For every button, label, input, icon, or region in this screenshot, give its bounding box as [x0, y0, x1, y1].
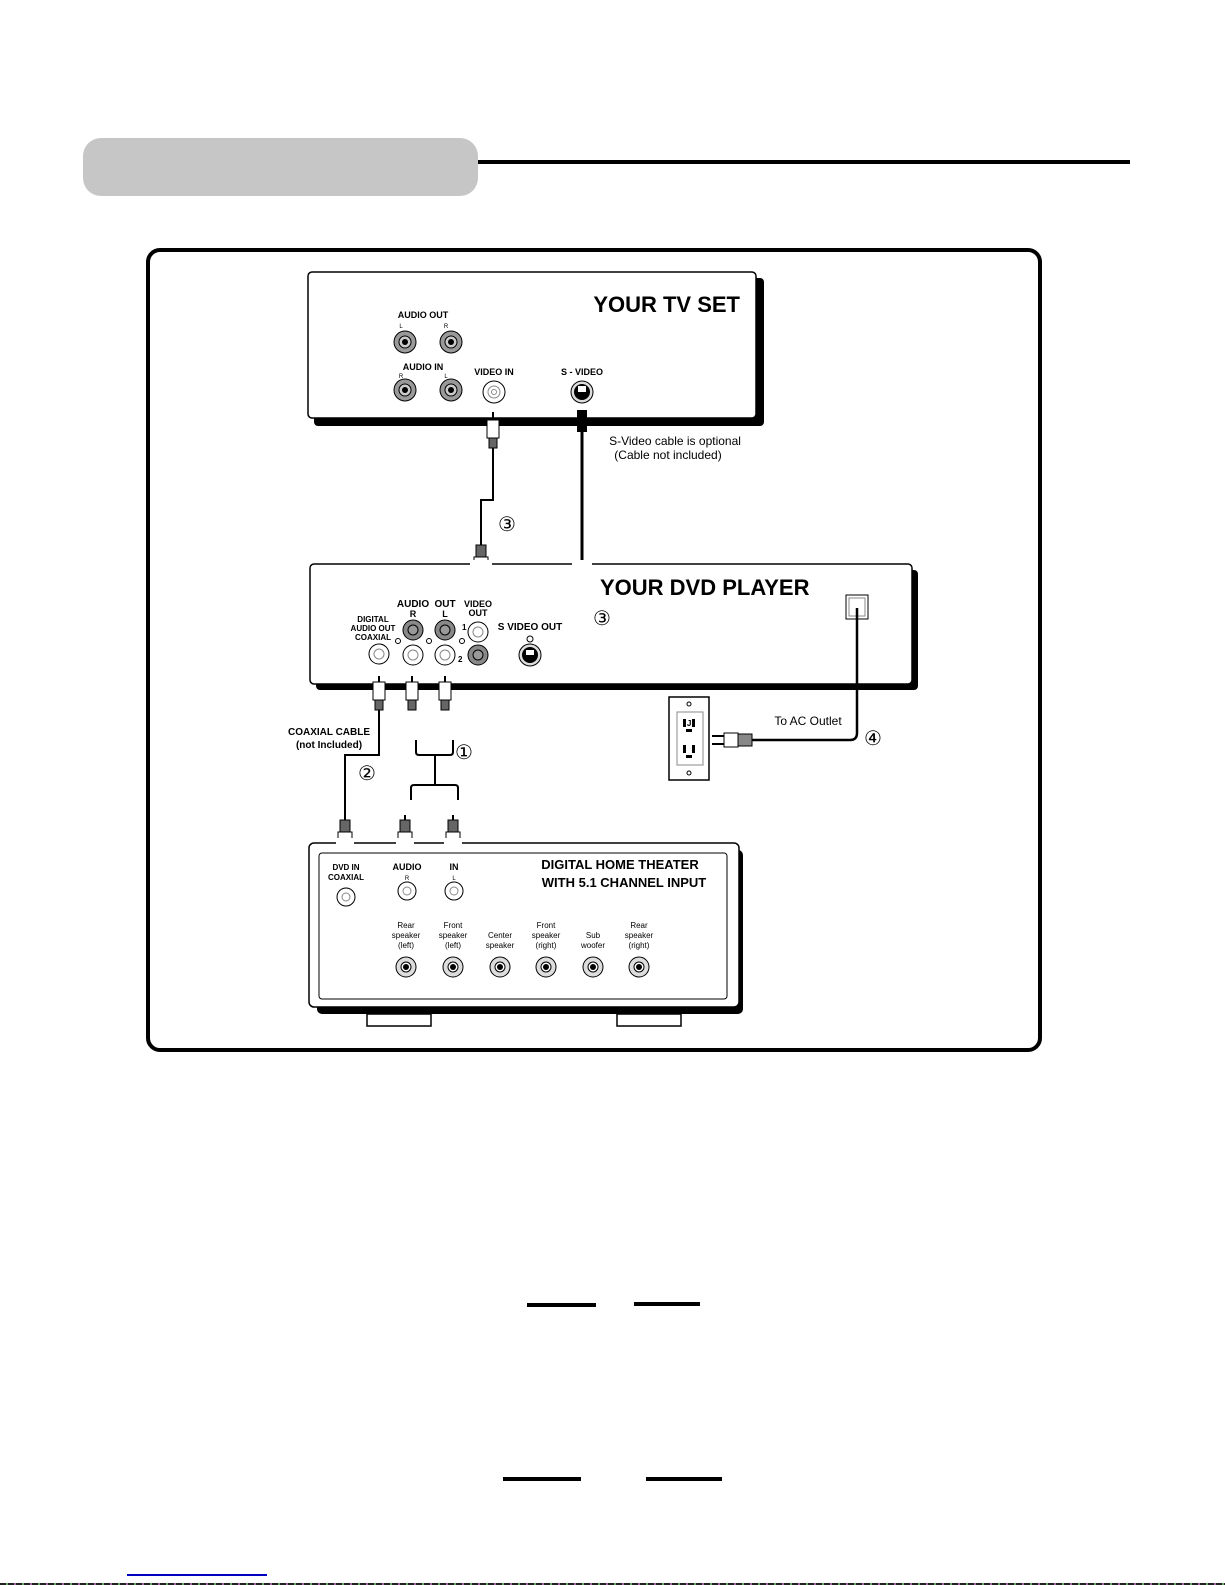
dvd-audio-r-jack-2 [402, 644, 424, 666]
diagram-frame [146, 248, 1042, 1052]
footer-rule [0, 1583, 1225, 1585]
dvd-digital-label-3: COAXIAL [355, 633, 391, 642]
theater-audio-r-jack [397, 881, 417, 901]
blank-line-4 [646, 1477, 722, 1481]
dvd-audio-label: AUDIO [397, 599, 429, 610]
speaker-label-line3: (left) [445, 941, 461, 950]
tv-audio-in-label: AUDIO IN [403, 362, 444, 372]
speaker-label-line1: Rear [397, 921, 415, 930]
coaxial-cable-label-2: (not Included) [296, 740, 362, 751]
footer-link-underline[interactable] [127, 1574, 267, 1576]
tv-audio-out-r: R [444, 324, 449, 330]
dvd-video-jack-2 [467, 644, 489, 666]
tv-video-in-jack [482, 380, 506, 404]
tv-svideo-label: S - VIDEO [561, 367, 603, 377]
theater-coaxial-jack [336, 887, 356, 907]
coaxial-cable [337, 676, 386, 860]
dvd-r-label: R [410, 609, 417, 619]
speaker-label-line2: speaker [625, 931, 654, 940]
dvd-audio-l-jack-1 [434, 619, 456, 641]
tv-audio-in-l-jack [439, 378, 463, 402]
dvd-video-1-label: 1 [462, 623, 467, 632]
dvd-digital-label-2: AUDIO OUT [351, 624, 396, 633]
dvd-svideo-jack [518, 643, 542, 667]
tv-audio-out-r-jack [439, 330, 463, 354]
speaker-label-line3: woofer [580, 941, 605, 950]
theater-audio-l-jack [444, 881, 464, 901]
coaxial-cable-label-1: COAXIAL CABLE [288, 727, 370, 738]
dvd-svideo-out-label: S VIDEO OUT [498, 622, 562, 633]
tv-title: YOUR TV SET [593, 292, 740, 317]
speaker-label-line2: speaker [532, 931, 561, 940]
theater-title-2: WITH 5.1 CHANNEL INPUT [542, 875, 706, 890]
theater-in-label: IN [450, 862, 459, 872]
dvd-power-socket [845, 594, 869, 620]
svg-text:ᴶ: ᴶ [687, 718, 691, 732]
speaker-label-line3: (left) [398, 941, 414, 950]
svideo-note-1: S-Video cable is optional [609, 434, 741, 448]
blank-line-1 [527, 1303, 596, 1307]
tv-audio-in-r: R [399, 374, 404, 380]
theater-r-label: R [405, 876, 410, 882]
dvd-audio-l-jack-2 [434, 644, 456, 666]
wall-outlet: ᴶ [668, 696, 710, 781]
speaker-label-line2: speaker [439, 931, 468, 940]
dvd-title: YOUR DVD PLAYER [600, 575, 810, 600]
section-title-banner [83, 138, 478, 196]
step-1-marker: ① [455, 742, 473, 764]
step-4-marker: ④ [864, 728, 882, 750]
speaker-label-line1: Front [444, 921, 463, 930]
svideo-note-2: (Cable not included) [614, 448, 721, 462]
speaker-label-line2: speaker [392, 931, 421, 940]
theater-dvd-in-label-1: DVD IN [332, 863, 359, 872]
speaker-label-line3: (right) [536, 941, 557, 950]
tv-audio-out-l: L [399, 324, 403, 330]
dvd-video-out-label: OUT [469, 608, 489, 618]
dvd-player-panel: YOUR DVD PLAYER DIGITAL AUDIO OUT COAXIA… [309, 560, 918, 690]
step-2-marker: ② [358, 763, 376, 785]
tv-audio-out-l-jack [393, 330, 417, 354]
tv-audio-in-l: L [444, 374, 448, 380]
speaker-label-line1: Front [537, 921, 556, 930]
tv-audio-out-label: AUDIO OUT [398, 310, 449, 320]
tv-set-panel: YOUR TV SET AUDIO OUT L R AUDIO IN R L V… [307, 271, 764, 426]
ac-outlet-label: To AC Outlet [774, 714, 842, 728]
dvd-digital-label-1: DIGITAL [357, 615, 389, 624]
theater-title-1: DIGITAL HOME THEATER [541, 857, 699, 872]
tv-svideo-jack [570, 380, 594, 404]
dvd-out-label: OUT [434, 599, 455, 610]
tv-video-in-label: VIDEO IN [474, 367, 514, 377]
step-3-video-marker: ③ [498, 514, 516, 536]
power-cord [712, 608, 859, 748]
theater-audio-label: AUDIO [393, 862, 422, 872]
tv-audio-in-r-jack [393, 378, 417, 402]
dvd-audio-r-jack-1 [402, 619, 424, 641]
step-3-svideo-marker: ③ [593, 608, 611, 630]
theater-l-label: L [452, 876, 456, 882]
speaker-label-line2: Center [488, 931, 512, 940]
speaker-label-line2: Sub [586, 931, 601, 940]
header-rule [478, 160, 1130, 164]
dvd-l-label: L [442, 609, 448, 619]
speaker-label-line3: (right) [629, 941, 650, 950]
dvd-coaxial-jack [368, 643, 390, 665]
blank-line-2 [634, 1302, 700, 1306]
audio-cable [397, 676, 461, 860]
dvd-video-2-label: 2 [458, 655, 463, 664]
home-theater-panel: DIGITAL HOME THEATER WITH 5.1 CHANNEL IN… [308, 838, 743, 1027]
dvd-video-label: VIDEO [464, 599, 492, 609]
blank-line-3 [503, 1477, 581, 1481]
theater-dvd-in-label-2: COAXIAL [328, 873, 364, 882]
speaker-label-line3: speaker [486, 941, 515, 950]
speaker-label-line1: Rear [630, 921, 648, 930]
dvd-video-jack-1 [467, 621, 489, 643]
